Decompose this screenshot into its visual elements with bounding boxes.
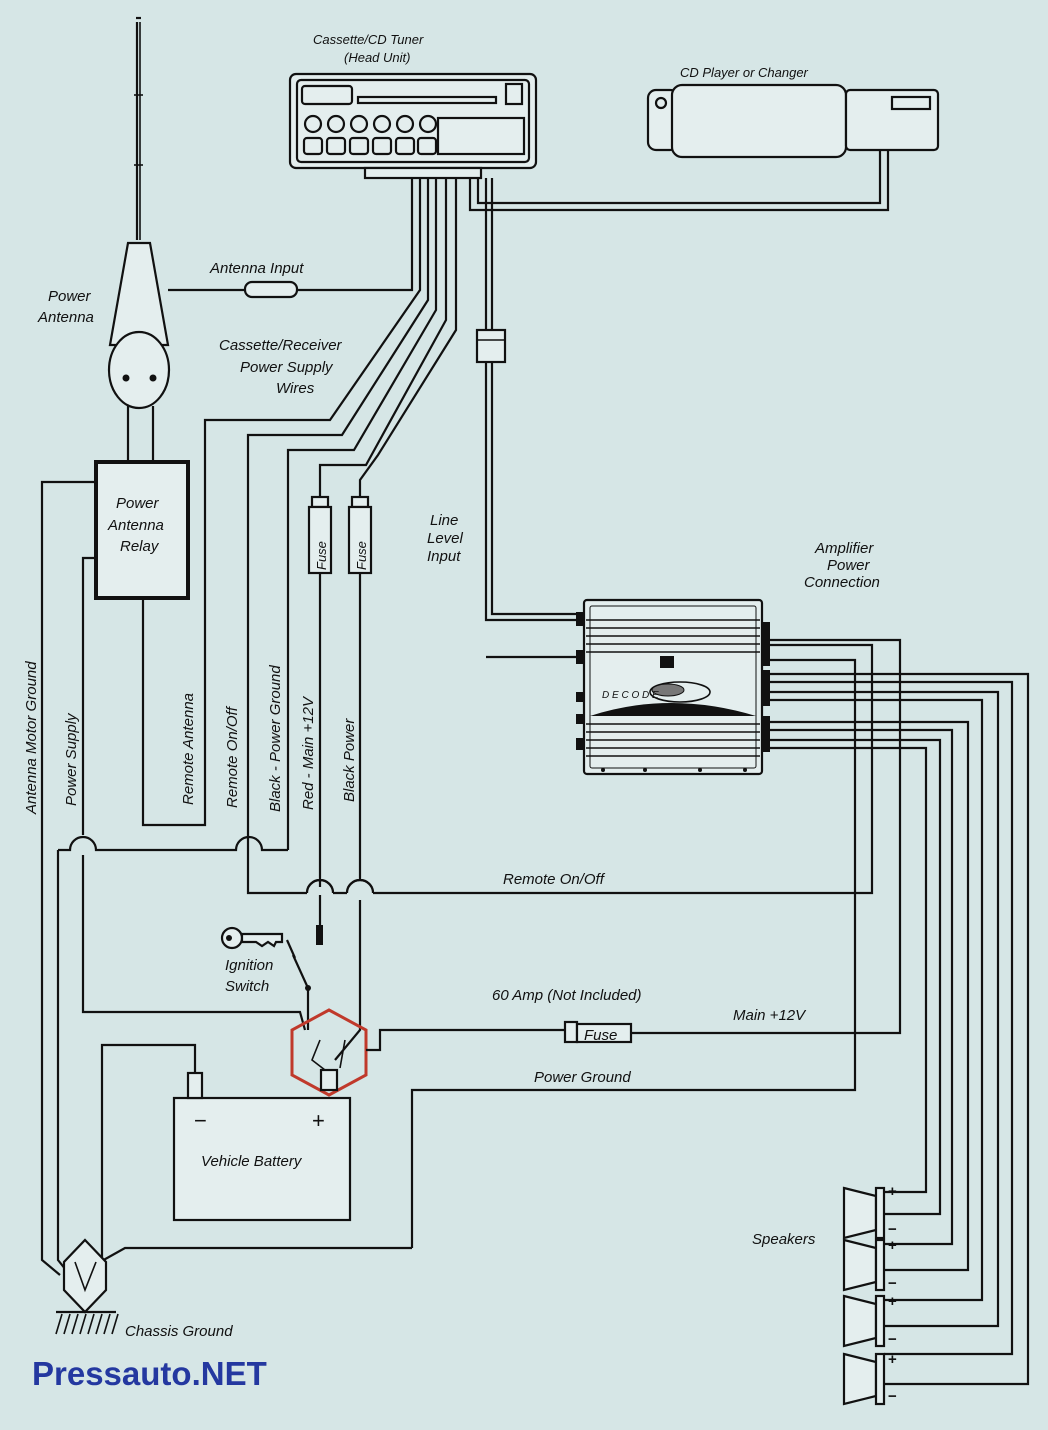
battery-plus: +	[312, 1108, 325, 1133]
red-main-label: Red - Main +12V	[300, 695, 317, 810]
speaker-2-minus: −	[888, 1275, 897, 1292]
battery-label: Vehicle Battery	[201, 1153, 303, 1170]
head-unit-label-1: Cassette/CD Tuner	[313, 32, 424, 47]
amp-power-label-2: Power	[827, 557, 871, 574]
black-power-ground-label: Black - Power Ground	[267, 665, 284, 812]
fuse-label-2: Fuse	[354, 541, 369, 570]
power-supply-wires-label-1: Cassette/Receiver	[219, 337, 343, 354]
power-ground-crossover	[58, 835, 288, 852]
black-power-label: Black Power	[341, 718, 358, 802]
antenna-connector	[243, 280, 299, 299]
power-antenna-relay	[94, 460, 190, 600]
speaker-3-minus: −	[888, 1331, 897, 1348]
antenna-motor-ground-label: Antenna Motor Ground	[23, 661, 40, 815]
ignition-label-1: Ignition	[225, 957, 273, 974]
power-antenna	[107, 16, 171, 462]
fuse-red	[307, 495, 333, 945]
speaker-2-plus: +	[888, 1237, 897, 1254]
remote-onoff-label: Remote On/Off	[503, 871, 606, 888]
cd-player	[646, 83, 940, 159]
chassis-ground-label: Chassis Ground	[125, 1323, 233, 1340]
power-ground-wire	[286, 178, 438, 850]
amp60-label: 60 Amp (Not Included)	[492, 987, 642, 1004]
amplifier	[576, 598, 770, 776]
fuse-60-label: Fuse	[584, 1027, 617, 1044]
power-antenna-label-2: Antenna	[37, 309, 94, 326]
rca-connector	[475, 328, 507, 364]
watermark: Pressauto.NET	[32, 1355, 267, 1392]
power-supply-label: Power Supply	[63, 712, 80, 806]
speaker-4	[842, 1352, 886, 1406]
amp-brand-label: D E C O D E	[602, 690, 659, 701]
relay-label-1: Power	[116, 495, 160, 512]
red-main-wire	[318, 178, 448, 497]
head-unit-label-2: (Head Unit)	[344, 50, 410, 65]
line-level-label-2: Level	[427, 530, 464, 547]
battery-minus: −	[194, 1108, 207, 1133]
antenna-input-label: Antenna Input	[209, 260, 304, 277]
line-level-label-1: Line	[430, 512, 458, 529]
speaker-1	[842, 1186, 886, 1240]
chassis-ground-icon	[55, 1238, 119, 1335]
relay-label-2: Antenna	[107, 517, 164, 534]
speaker-1-plus: +	[888, 1183, 897, 1200]
black-power-wire	[358, 178, 458, 497]
speaker-4-plus: +	[888, 1351, 897, 1368]
battery-junction	[290, 1008, 368, 1097]
remote-onoff-wire	[246, 178, 874, 895]
speaker-2	[842, 1238, 886, 1292]
main12v-label: Main +12V	[733, 1007, 807, 1024]
power-ground-label: Power Ground	[534, 1069, 631, 1086]
fuse-label-1: Fuse	[314, 541, 329, 570]
vehicle-battery	[172, 1071, 352, 1222]
amp-power-label-1: Amplifier	[814, 540, 874, 557]
ignition-label-2: Switch	[225, 978, 269, 995]
power-antenna-label-1: Power	[48, 288, 92, 305]
speaker-3-plus: +	[888, 1293, 897, 1310]
power-supply-wires-label-2: Power Supply	[240, 359, 334, 376]
relay-label-3: Relay	[120, 538, 160, 555]
amp-power-label-3: Connection	[804, 574, 880, 591]
remote-antenna-label: Remote Antenna	[180, 693, 197, 805]
cd-player-label: CD Player or Changer	[680, 65, 809, 80]
key-icon	[220, 926, 284, 950]
speaker-4-minus: −	[888, 1388, 897, 1405]
power-supply-wires-label-3: Wires	[276, 380, 315, 397]
line-level-label-3: Input	[427, 548, 461, 565]
speaker-3	[842, 1294, 886, 1348]
remote-onoff-vertical-label: Remote On/Off	[224, 705, 241, 808]
head-unit	[288, 72, 538, 180]
remote-antenna-wire	[141, 178, 422, 827]
speaker-1-minus: −	[888, 1221, 897, 1238]
speakers-label: Speakers	[752, 1231, 816, 1248]
